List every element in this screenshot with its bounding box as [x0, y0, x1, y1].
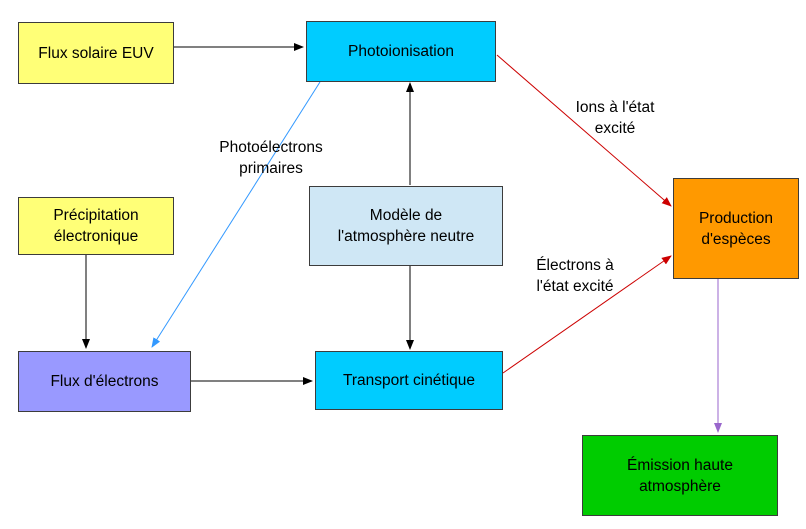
edge-label-line: primaires [239, 160, 303, 177]
edge-photoionisation-to-flux-electrons [151, 81, 321, 348]
node-transport-cinetique: Transport cinétique [315, 351, 503, 410]
node-label-line: Flux d'électrons [50, 373, 159, 390]
node-label-line: d'espèces [701, 230, 771, 248]
node-label-line: Photoionisation [348, 43, 454, 60]
node-label-line: électronique [53, 228, 139, 245]
node-label-line: Émission haute [627, 456, 733, 474]
edge-label-electrons-etat-excite: Électrons à l'état excité [510, 255, 640, 297]
node-label-line: Flux solaire EUV [38, 44, 154, 62]
edge-label-line: excité [594, 120, 636, 137]
node-flux-solaire-euv: Flux solaire EUV [18, 22, 174, 84]
node-photoionisation: Photoionisation [306, 21, 496, 82]
node-label-line: Modèle de [369, 207, 443, 224]
node-precipitation-electronique: Précipitation électronique [18, 197, 174, 255]
node-production-especes: Production d'espèces [673, 178, 799, 279]
node-emission-haute-atmosphere: Émission haute atmosphère [582, 435, 778, 516]
node-modele-atmosphere-neutre: Modèle de l'atmosphère neutre [309, 186, 503, 266]
node-label-line: atmosphère [639, 477, 721, 495]
edge-transport-to-production [502, 255, 672, 374]
node-label-line: l'atmosphère neutre [337, 228, 475, 245]
edge-label-line: Photoélectrons [219, 139, 323, 156]
edge-label-line: Électrons à [536, 257, 614, 274]
edge-label-photoelectrons-primaires: Photoélectrons primaires [196, 137, 346, 179]
node-label-line: Production [698, 209, 774, 227]
edge-label-line: Ions à l'état [575, 99, 655, 116]
edge-label-ions-etat-excite: Ions à l'état excité [555, 97, 675, 139]
edge-label-line: l'état excité [536, 278, 614, 295]
node-flux-electrons: Flux d'électrons [18, 351, 191, 412]
node-label-line: Transport cinétique [342, 372, 476, 389]
node-label-line: Précipitation [53, 207, 139, 224]
edge-photoionisation-to-production [496, 54, 672, 207]
